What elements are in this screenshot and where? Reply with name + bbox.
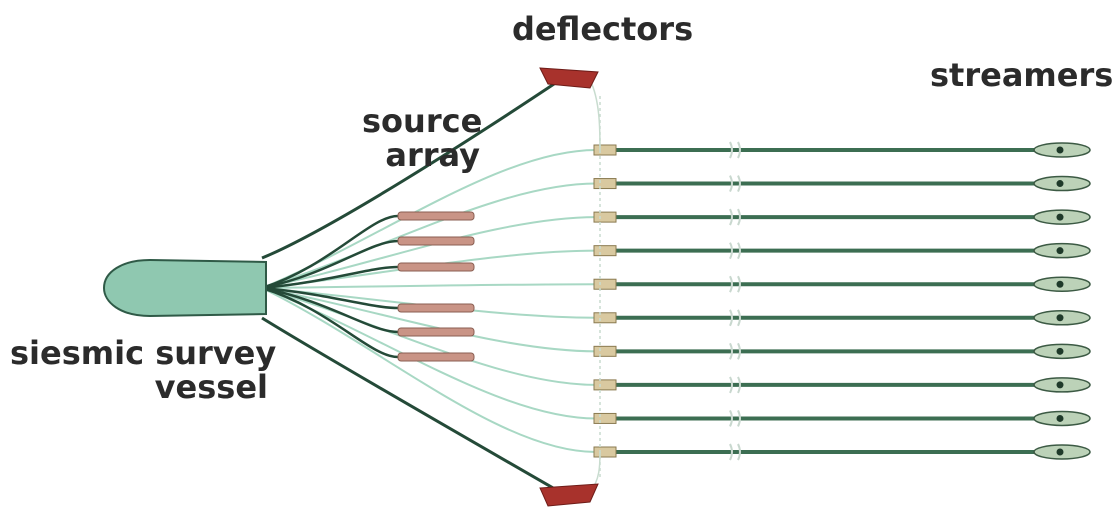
streamer-head-connector — [593, 144, 617, 156]
streamer-head-connector — [593, 312, 617, 324]
label-vessel-line2: vessel — [154, 368, 268, 406]
tail-buoy-marker — [1056, 414, 1064, 422]
streamer-spread — [593, 96, 1091, 480]
source-gun — [397, 236, 475, 246]
streamer-break-mark — [729, 309, 741, 327]
tail-buoy-marker — [1056, 180, 1064, 188]
source-umbilical — [261, 265, 399, 290]
tail-buoy-marker — [1056, 314, 1064, 322]
source-umbilical — [261, 286, 399, 310]
source-array — [261, 211, 475, 362]
deflector-bridle-upper — [589, 79, 601, 151]
lead-in-cable — [261, 287, 597, 353]
streamer-break-mark — [729, 443, 741, 461]
survey-vessel — [102, 258, 267, 318]
lead-in-cable — [261, 283, 597, 289]
lead-in-cable — [261, 287, 597, 386]
source-umbilical — [261, 286, 399, 359]
streamer-head-connector — [593, 278, 617, 290]
streamer-head-connector — [593, 412, 617, 424]
source-umbilical — [261, 286, 399, 334]
streamer-break-mark — [729, 242, 741, 260]
source-umbilical — [261, 239, 399, 290]
source-umbilical — [261, 214, 399, 290]
tow-cable-lower — [261, 316, 561, 494]
tail-buoy-marker — [1056, 247, 1064, 255]
streamer-head-connector — [593, 446, 617, 458]
lead-in-cable — [261, 182, 597, 289]
label-survey-vessel: siesmic survey vessel — [10, 334, 277, 406]
tail-buoy-marker — [1056, 381, 1064, 389]
source-gun — [397, 352, 475, 362]
streamer-head-connector — [593, 379, 617, 391]
label-source-array: source array — [362, 102, 483, 174]
source-gun — [397, 262, 475, 272]
streamer-head-connector — [593, 178, 617, 190]
source-gun — [397, 211, 475, 221]
streamer-head-connector — [593, 211, 617, 223]
label-source-line2: array — [385, 136, 480, 174]
tail-buoy-marker — [1056, 448, 1064, 456]
label-vessel-line1: siesmic survey — [10, 334, 277, 372]
deflectors — [539, 67, 599, 507]
tail-buoy-marker — [1056, 280, 1064, 288]
label-streamers: streamers — [930, 56, 1113, 94]
streamer-break-mark — [729, 342, 741, 360]
streamer-head-connector — [593, 345, 617, 357]
source-gun — [397, 303, 475, 313]
label-deflectors: deflectors — [512, 10, 694, 48]
vessel-hull — [102, 258, 267, 318]
streamer-break-mark — [729, 208, 741, 226]
streamer-break-mark — [729, 141, 741, 159]
streamer-break-mark — [729, 409, 741, 427]
source-gun — [397, 327, 475, 337]
streamer-break-mark — [729, 175, 741, 193]
deflector-upper — [539, 67, 599, 89]
deflector-lower — [539, 483, 599, 507]
tail-buoy-marker — [1056, 347, 1064, 355]
lead-in-cable — [261, 287, 597, 453]
streamer-head-connector — [593, 245, 617, 257]
label-source-line1: source — [362, 102, 483, 140]
tail-buoy-marker — [1056, 146, 1064, 154]
deflector-tow-cables — [261, 78, 601, 494]
streamer-break-mark — [729, 275, 741, 293]
streamer-break-mark — [729, 376, 741, 394]
tow-cable-upper — [261, 78, 561, 260]
tail-buoy-marker — [1056, 213, 1064, 221]
